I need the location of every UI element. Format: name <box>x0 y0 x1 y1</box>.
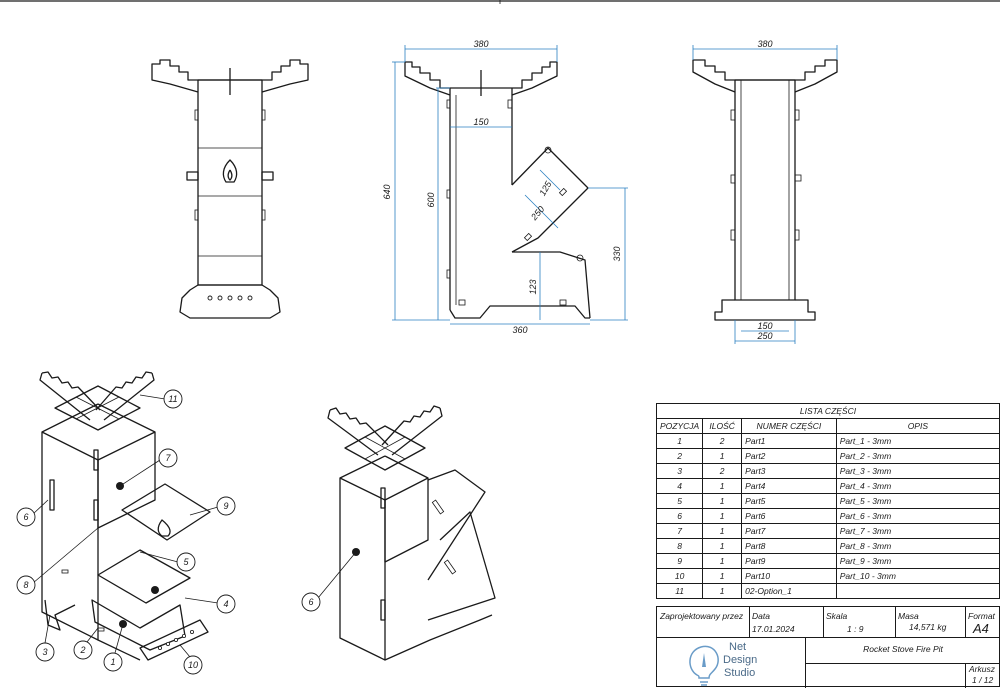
side-view-right <box>692 45 838 344</box>
balloon-3: 3 <box>35 642 55 662</box>
designer-label: Zaprojektowany przez <box>660 611 744 621</box>
mass-value: 14,571 kg <box>909 622 947 632</box>
balloon-1: 1 <box>103 652 123 672</box>
logo-text-design: Design <box>723 654 758 666</box>
header-opis: OPIS <box>835 418 1000 434</box>
parts-list-header: POZYCJA ILOŚĆ NUMER CZĘŚCI OPIS <box>655 418 1000 434</box>
dim-640: 640 <box>382 184 392 199</box>
date-value: 17.01.2024 <box>752 624 795 634</box>
svg-text:4: 4 <box>223 599 228 609</box>
dim-150-side: 150 <box>757 321 772 331</box>
dim-123: 123 <box>528 279 538 294</box>
bulb-logo-icon <box>689 645 719 686</box>
dim-380-side: 380 <box>757 39 772 49</box>
balloon-6b: 6 <box>301 592 321 612</box>
dim-150-front: 150 <box>473 117 488 127</box>
balloon-7: 7 <box>158 448 178 468</box>
header-numer: NUMER CZĘŚCI <box>741 418 837 434</box>
balloon-8: 8 <box>16 575 36 595</box>
balloons-left: 11 7 9 6 5 8 4 3 2 1 10 <box>16 389 236 675</box>
svg-text:7: 7 <box>165 453 171 463</box>
svg-text:2: 2 <box>79 645 85 655</box>
svg-text:5: 5 <box>183 557 189 567</box>
balloons-right: 6 <box>301 592 321 612</box>
front-view-left <box>151 59 309 319</box>
scale-label: Skala <box>826 611 848 621</box>
dim-330: 330 <box>612 246 622 261</box>
iso-view-left <box>32 371 219 661</box>
dim-360: 360 <box>512 325 527 335</box>
balloon-9: 9 <box>216 496 236 516</box>
logo-text-net: Net <box>729 641 747 653</box>
svg-text:8: 8 <box>23 580 28 590</box>
sheet-value: 1 / 12 <box>972 675 994 685</box>
balloon-6a: 6 <box>16 507 36 527</box>
dim-380-front: 380 <box>473 39 488 49</box>
dim-250-side: 250 <box>756 331 772 341</box>
parts-list-title: LISTA CZĘŚCI <box>656 403 1000 419</box>
logo-text-studio: Studio <box>724 667 756 679</box>
parts-list-table: LISTA CZĘŚCI POZYCJA ILOŚĆ NUMER CZĘŚCI … <box>655 403 1000 599</box>
scale-value: 1 : 9 <box>847 624 864 634</box>
balloon-10: 10 <box>183 655 203 675</box>
dim-250-front: 250 <box>528 204 546 223</box>
format-label: Format <box>968 611 995 621</box>
header-pozycja: POZYCJA <box>655 418 704 434</box>
balloon-5: 5 <box>176 552 196 572</box>
mass-label: Masa <box>898 611 919 621</box>
format-value: A4 <box>973 621 989 636</box>
dim-600: 600 <box>426 192 436 207</box>
svg-text:10: 10 <box>188 660 198 670</box>
balloon-11: 11 <box>163 389 183 409</box>
dimension-labels: 380 150 640 600 125 250 330 123 360 380 … <box>382 39 773 341</box>
balloon-4: 4 <box>216 594 236 614</box>
section-view-center <box>392 45 628 325</box>
iso-view-right <box>317 405 496 661</box>
svg-text:3: 3 <box>42 647 47 657</box>
balloon-2: 2 <box>73 640 93 660</box>
svg-text:9: 9 <box>223 501 228 511</box>
header-ilosc: ILOŚĆ <box>702 418 743 434</box>
date-label: Data <box>752 611 770 621</box>
svg-text:1: 1 <box>110 657 115 667</box>
svg-text:6: 6 <box>308 597 313 607</box>
logo-area: Net Design Studio <box>657 637 806 688</box>
sheet-label: Arkusz <box>969 664 995 674</box>
svg-text:11: 11 <box>168 394 177 404</box>
svg-text:6: 6 <box>23 512 28 522</box>
drawing-title: Rocket Stove Fire Pit <box>863 644 943 654</box>
title-block: Zaprojektowany przez Data 17.01.2024 Ska… <box>656 606 1000 688</box>
